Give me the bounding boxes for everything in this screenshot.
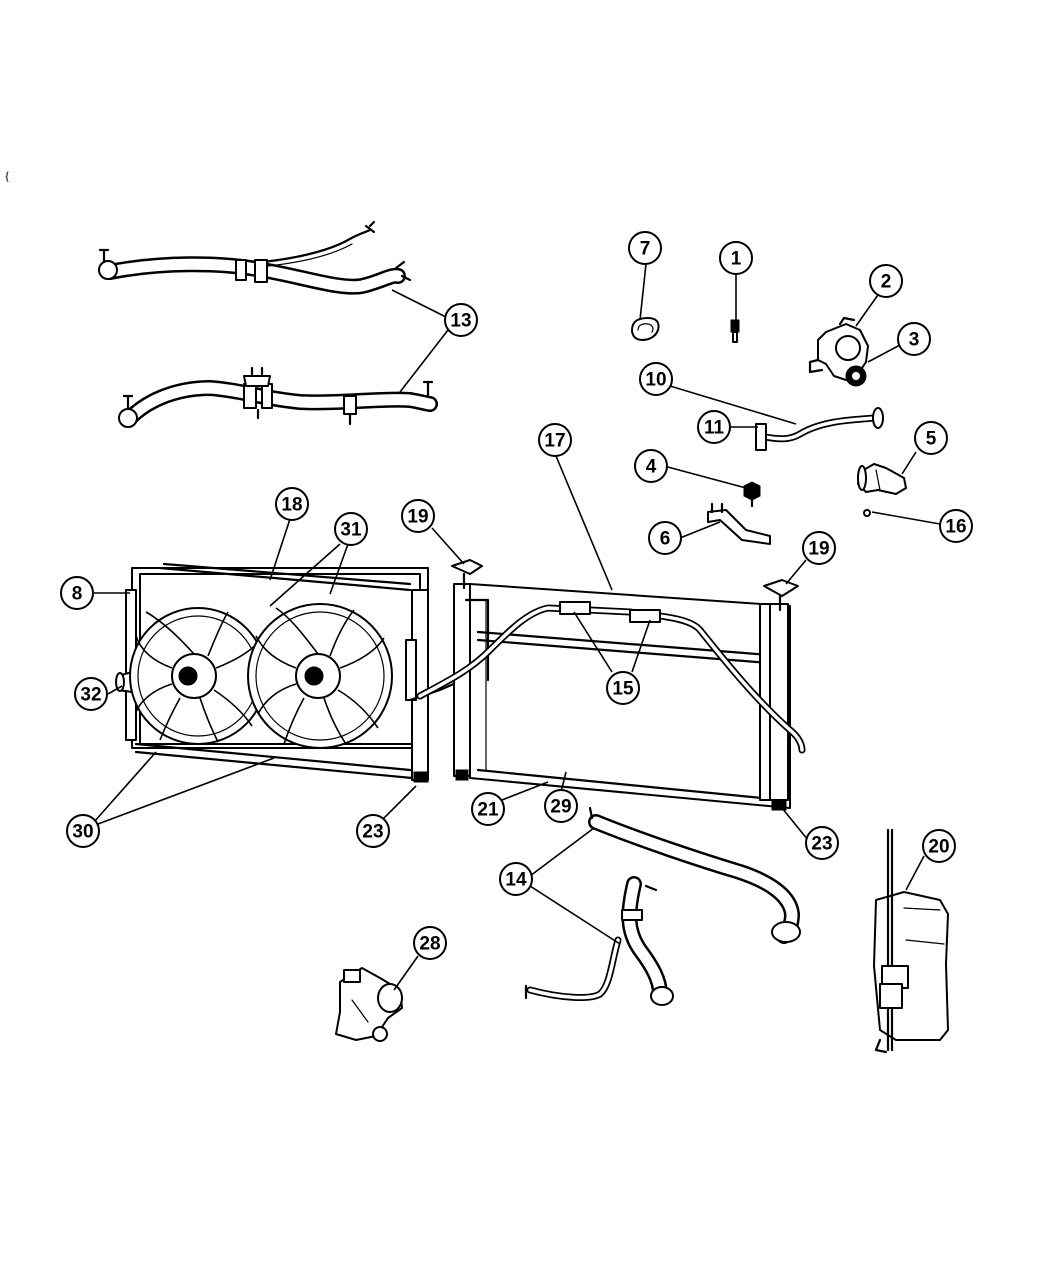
callout-11: 11: [697, 410, 731, 444]
fan-left: [129, 607, 267, 745]
callout-7-label: 7: [640, 239, 651, 260]
part-5-outlet-fitting: [857, 463, 907, 495]
callout-19-left: 19: [401, 499, 435, 533]
callout-8: 8: [60, 576, 94, 610]
callout-2-label: 2: [881, 272, 892, 293]
callout-14-label: 14: [505, 870, 527, 891]
callout-32-label: 32: [80, 685, 101, 706]
callout-10: 10: [639, 362, 673, 396]
callout-23-right: 23: [805, 826, 839, 860]
callout-21: 21: [471, 792, 505, 826]
callout-28-label: 28: [419, 934, 440, 955]
callout-21-label: 21: [477, 800, 499, 821]
callout-19-right: 19: [802, 531, 836, 565]
callout-15: 15: [606, 671, 640, 705]
part-16-plug: [863, 509, 871, 517]
part-4-clip: [743, 481, 761, 508]
callout-17-label: 17: [544, 431, 565, 452]
callout-16: 16: [939, 509, 973, 543]
leader-lines: [93, 263, 941, 991]
callout-4: 4: [634, 449, 668, 483]
callout-16-label: 16: [945, 517, 966, 538]
callout-11-label: 11: [704, 418, 725, 439]
callout-6: 6: [648, 521, 682, 555]
callout-7: 7: [628, 231, 662, 265]
part-1-sensor: [730, 319, 740, 343]
callout-10-label: 10: [645, 370, 666, 391]
callout-28: 28: [413, 926, 447, 960]
callout-29: 29: [544, 789, 578, 823]
callout-13: 13: [444, 303, 478, 337]
callout-23-left: 23: [356, 814, 390, 848]
callout-8-label: 8: [72, 584, 83, 605]
part-10-water-pipe: [755, 407, 884, 451]
callout-1-label: 1: [731, 249, 742, 270]
callout-31: 31: [334, 512, 368, 546]
callout-30-label: 30: [72, 822, 93, 843]
callout-4-label: 4: [646, 457, 657, 478]
callout-23-left-label: 23: [362, 822, 383, 843]
callout-3-label: 3: [909, 330, 920, 351]
lower-hose-part-13: [118, 366, 438, 428]
callout-18: 18: [275, 487, 309, 521]
callout-20: 20: [922, 829, 956, 863]
lower-hose-part-14: [524, 806, 801, 1006]
callout-2: 2: [869, 264, 903, 298]
callout-17: 17: [538, 423, 572, 457]
callout-13-label: 13: [450, 311, 471, 332]
callout-1: 1: [719, 241, 753, 275]
callout-31-label: 31: [340, 520, 362, 541]
part-2-thermostat-housing: [808, 316, 869, 387]
callout-5-label: 5: [926, 429, 937, 450]
callout-19-left-label: 19: [407, 507, 428, 528]
upper-hose-part-13: [98, 220, 412, 295]
callout-32: 32: [74, 677, 108, 711]
callout-20-label: 20: [928, 837, 949, 858]
callout-15-label: 15: [612, 679, 634, 700]
part-6-bracket: [707, 502, 771, 545]
callout-5: 5: [914, 421, 948, 455]
part-7-gasket: [631, 317, 660, 341]
fan-right: [247, 603, 393, 749]
callout-6-label: 6: [660, 529, 671, 550]
part-20-bracket-assembly: [873, 828, 949, 1054]
callout-23-right-label: 23: [811, 834, 832, 855]
callout-29-label: 29: [550, 797, 571, 818]
callout-30: 30: [66, 814, 100, 848]
stray-brace-mark: {: [4, 168, 10, 183]
callout-3: 3: [897, 322, 931, 356]
ac-line-part-15: [416, 601, 806, 754]
callout-18-label: 18: [281, 495, 302, 516]
callout-19-right-label: 19: [808, 539, 829, 560]
part-28-water-outlet: [335, 967, 403, 1042]
callout-14: 14: [499, 862, 533, 896]
